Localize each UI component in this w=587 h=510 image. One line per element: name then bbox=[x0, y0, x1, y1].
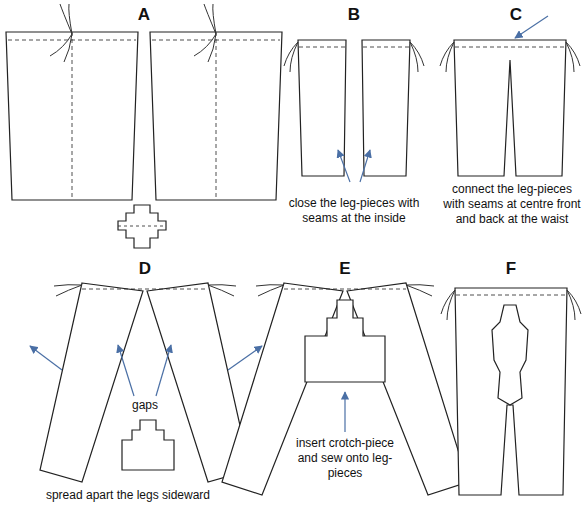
instruction-note: connect the leg-pieces with seams at cen… bbox=[442, 182, 582, 227]
crotch-piece bbox=[492, 305, 528, 405]
joined-legs bbox=[454, 40, 566, 176]
crotch-piece bbox=[305, 300, 385, 382]
finished-trousers bbox=[455, 288, 567, 495]
panel-letter: F bbox=[506, 258, 516, 279]
instruction-note: gaps bbox=[132, 398, 158, 413]
leg-piece bbox=[362, 40, 410, 176]
instruction-note: spread apart the legs sideward bbox=[3, 488, 253, 503]
panel-letter: B bbox=[348, 4, 360, 25]
leg-piece bbox=[298, 40, 346, 176]
leg-piece bbox=[150, 32, 282, 200]
crotch-piece bbox=[118, 205, 166, 248]
panel-letter: A bbox=[138, 4, 150, 25]
panel-letter: E bbox=[339, 258, 350, 279]
crotch-piece bbox=[122, 420, 174, 470]
instruction-note: close the leg-pieces with seams at the i… bbox=[279, 196, 429, 226]
panel-letter: D bbox=[139, 258, 151, 279]
panel-letter: C bbox=[510, 4, 522, 25]
leg-piece bbox=[6, 32, 138, 200]
instruction-note: insert crotch-piece and sew onto leg-pie… bbox=[286, 436, 404, 481]
